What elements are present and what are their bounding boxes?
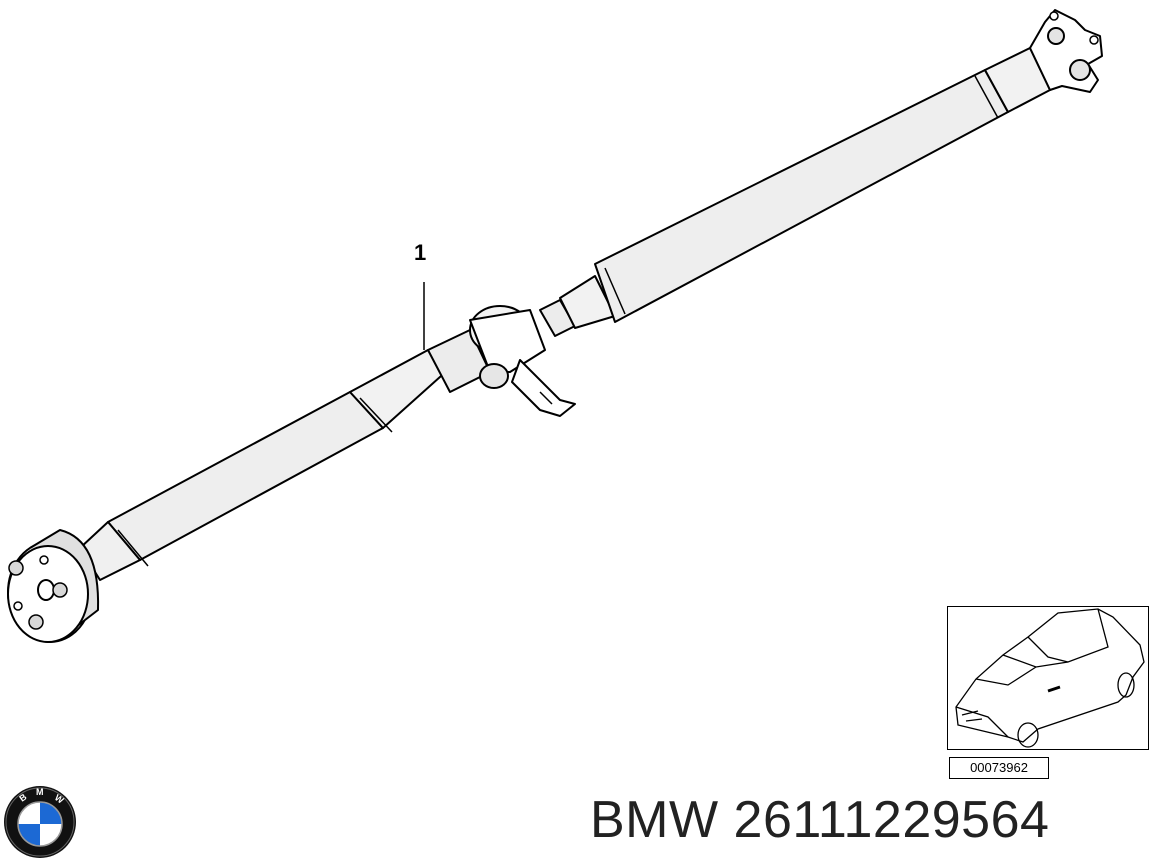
svg-text:B: B	[17, 791, 28, 803]
center-support-bearing	[427, 305, 576, 417]
flex-disc-coupling	[7, 529, 100, 643]
rear-flange-yoke	[1029, 9, 1103, 93]
front-shaft-tube	[79, 349, 451, 581]
diagram-reference-code: 00073962	[949, 757, 1049, 779]
svg-text:M: M	[36, 787, 44, 797]
vehicle-inset-image	[947, 606, 1149, 750]
sedan-outline-image	[955, 608, 1145, 748]
part-number-title: BMW 26111229564	[590, 791, 1050, 849]
rear-shaft-tube	[539, 47, 1051, 337]
callout-number-1: 1	[414, 240, 427, 265]
bmw-logo: B M W	[4, 786, 76, 858]
